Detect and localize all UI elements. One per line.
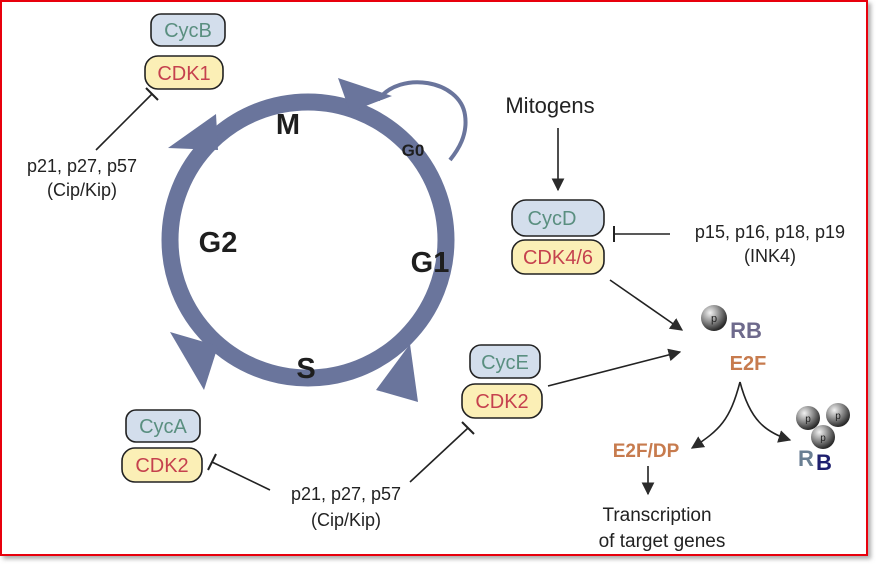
cell-cycle-ring — [161, 78, 468, 402]
cyclin-d-label: CycD — [528, 208, 577, 230]
phase-g1-label: G1 — [411, 247, 450, 279]
cip-kip-top-names: p21, p27, p57 — [27, 156, 137, 176]
cdk1-shape — [144, 55, 224, 90]
e2f-to-free-rb-arrow — [739, 381, 792, 443]
phosphate-mark: p — [711, 313, 717, 325]
cdk2-a-shape — [121, 447, 203, 483]
cdk2-e-shape — [461, 383, 543, 419]
e2f-to-e2fdp-arrow — [690, 381, 741, 449]
cdk46-shape — [511, 239, 605, 275]
ring-arrowhead-left — [168, 114, 218, 150]
transcription-line1: Transcription — [602, 505, 711, 526]
ink4-family: (INK4) — [744, 246, 796, 266]
cycle-circle — [161, 93, 455, 387]
cip-kip-top-family: (Cip/Kip) — [47, 180, 117, 200]
rb-label: RB — [730, 318, 762, 343]
inhibition-bar-cdk2-e — [461, 421, 475, 435]
phosphate-mark-3: p — [820, 433, 826, 444]
inhibition-line-cdk2-a — [211, 461, 271, 491]
cycb-cdk1-complex: CycB CDK1 — [144, 13, 226, 90]
cdk46-label: CDK4/6 — [523, 247, 593, 269]
cdk2-e-label: CDK2 — [475, 391, 528, 413]
e2f-dp-label: E2F/DP — [613, 441, 680, 462]
phosphate-mark-1: p — [805, 414, 811, 425]
e2f-label: E2F — [730, 353, 767, 375]
ink4-names: p15, p16, p18, p19 — [695, 222, 845, 242]
phase-g2-label: G2 — [199, 227, 238, 259]
cycd-cdk46-complex: CycD CDK4/6 — [511, 199, 605, 275]
cip-kip-bottom-names: p21, p27, p57 — [291, 484, 401, 504]
cyclin-b-shape — [150, 13, 226, 47]
cdk2-a-label: CDK2 — [135, 455, 188, 477]
phosphate-ball-1 — [796, 406, 820, 430]
ring-arrowhead-bottom-right — [376, 344, 418, 402]
cyclin-a-label: CycA — [139, 416, 187, 438]
free-rb-hyperphosphorylated: p p p R B — [796, 403, 850, 475]
phase-s-label: S — [296, 353, 315, 385]
inhibition-line-cdk1 — [95, 93, 153, 151]
cyclin-e-shape — [469, 344, 541, 379]
phosphate-ball-2 — [826, 403, 850, 427]
cyclin-b-label: CycB — [164, 20, 212, 42]
phase-m-label: M — [276, 109, 300, 141]
cip-kip-bottom-family: (Cip/Kip) — [311, 510, 381, 530]
cdk2-to-rb-arrow — [547, 348, 682, 387]
cyca-cdk2-complex: CycA CDK2 — [121, 409, 203, 483]
cyclin-d-shape — [511, 199, 605, 237]
phosphate-mark-2: p — [835, 411, 841, 422]
inhibition-bar-cdk2-a — [207, 453, 217, 471]
ring-arrowhead-top — [338, 78, 392, 112]
cyce-cdk2-complex: CycE CDK2 — [461, 344, 543, 419]
free-rb-r: R — [798, 446, 814, 471]
cdk1-label: CDK1 — [157, 63, 210, 85]
cyclin-e-label: CycE — [481, 352, 529, 374]
transcription-line2: of target genes — [599, 531, 726, 552]
free-rb-b: B — [816, 450, 832, 475]
inhibition-line-cdk2-e — [409, 427, 469, 483]
inhibition-bar-cdk1 — [145, 87, 159, 101]
ring-arrowhead-bottom-left — [170, 332, 218, 390]
cdk46-to-rb-arrow — [609, 279, 684, 331]
cyclin-a-shape — [125, 409, 201, 443]
phase-g0-label: G0 — [402, 141, 425, 160]
rb-e2f-complex: p RB E2F — [701, 305, 766, 375]
mitogens-label: Mitogens — [505, 93, 594, 118]
phosphate-ball — [701, 305, 727, 331]
phosphate-ball-3 — [811, 425, 835, 449]
g0-loop — [376, 80, 468, 162]
